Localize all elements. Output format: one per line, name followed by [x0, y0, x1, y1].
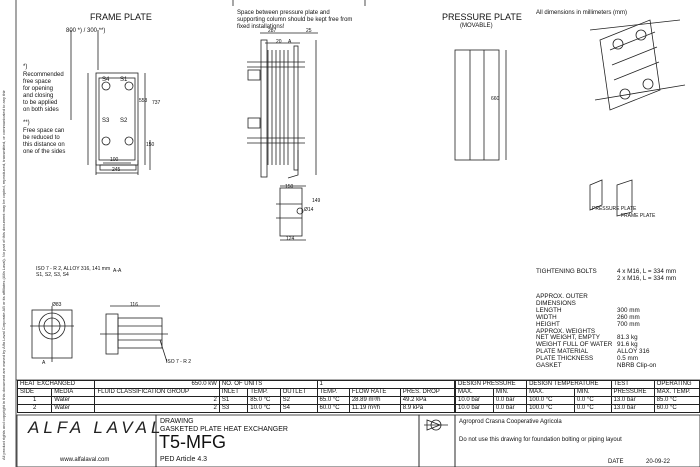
dim-a: A [288, 39, 292, 45]
frame-plate-title: FRAME PLATE [90, 12, 152, 22]
note1-marker: *) [23, 64, 28, 70]
iso-callout: ISO 7 - R 2 [166, 359, 192, 365]
movable-note: (MOVABLE) [460, 23, 493, 29]
dim-149: 149 [312, 198, 321, 204]
design-table: DESIGN PRESSURE DESIGN TEMPERATURE TEST … [454, 380, 700, 413]
dim-116: 116 [130, 302, 138, 308]
model-number: T5-MFG [159, 432, 226, 452]
alfa-laval-logo: ALFA LAVAL [28, 418, 165, 437]
drawing-notice: Do not use this drawing for foundation b… [459, 437, 622, 443]
column-note: Space between pressure plate and support… [237, 10, 353, 30]
date-value: 20-09-22 [646, 459, 671, 465]
dim-660: 660 [491, 96, 500, 102]
ped-article: PED Article 4.3 [160, 456, 208, 463]
dim-100: 100 [110, 157, 119, 163]
port-s2: S2 [120, 118, 128, 124]
dim-150b: 150 [285, 184, 294, 190]
dim-245: 245 [112, 167, 121, 173]
port-s1: S1 [120, 77, 128, 83]
dim-25: 25 [306, 28, 312, 34]
iso-frame-label: FRAME PLATE [621, 213, 656, 219]
port-s4: S4 [102, 77, 110, 83]
dim-287: 287 [268, 28, 277, 34]
section-label: A-A [113, 268, 122, 274]
dim-553: 553 [139, 98, 148, 104]
customer-name: Agroprod Crasna Cooperative Agricola [459, 419, 562, 425]
media-table: HEAT EXCHANGED 650.0 kW NO. OF UNITS 1 S… [16, 380, 456, 413]
port-s3: S3 [102, 118, 110, 124]
iso-pressure-label: PRESSURE PLATE [592, 206, 637, 212]
tightening-label: TIGHTENING BOLTS [536, 268, 597, 275]
drawing-label: DRAWING [160, 418, 194, 425]
website: www.alfalaval.com [60, 457, 110, 463]
dim-a2: A [42, 360, 46, 366]
dim-d83: Ø83 [52, 302, 62, 308]
free-space-dim: 800 *) / 300 **) [66, 28, 106, 34]
dimensions-note: All dimensions in millimeters (mm) [536, 10, 628, 16]
dim-150: 150 [146, 142, 155, 148]
date-label: DATE [608, 459, 624, 465]
dim-d14: Ø14 [304, 207, 314, 213]
heat-row: HEAT EXCHANGED 650.0 kW NO. OF UNITS 1 [16, 380, 455, 389]
drawing-desc: GASKETED PLATE HEAT EXCHANGER [160, 426, 288, 433]
dim-737: 737 [152, 100, 161, 106]
dim-20: 20 [276, 39, 282, 45]
pressure-plate-title: PRESSURE PLATE [442, 12, 522, 22]
dim-124: 124 [286, 236, 295, 242]
note2-marker: **) [23, 120, 30, 126]
